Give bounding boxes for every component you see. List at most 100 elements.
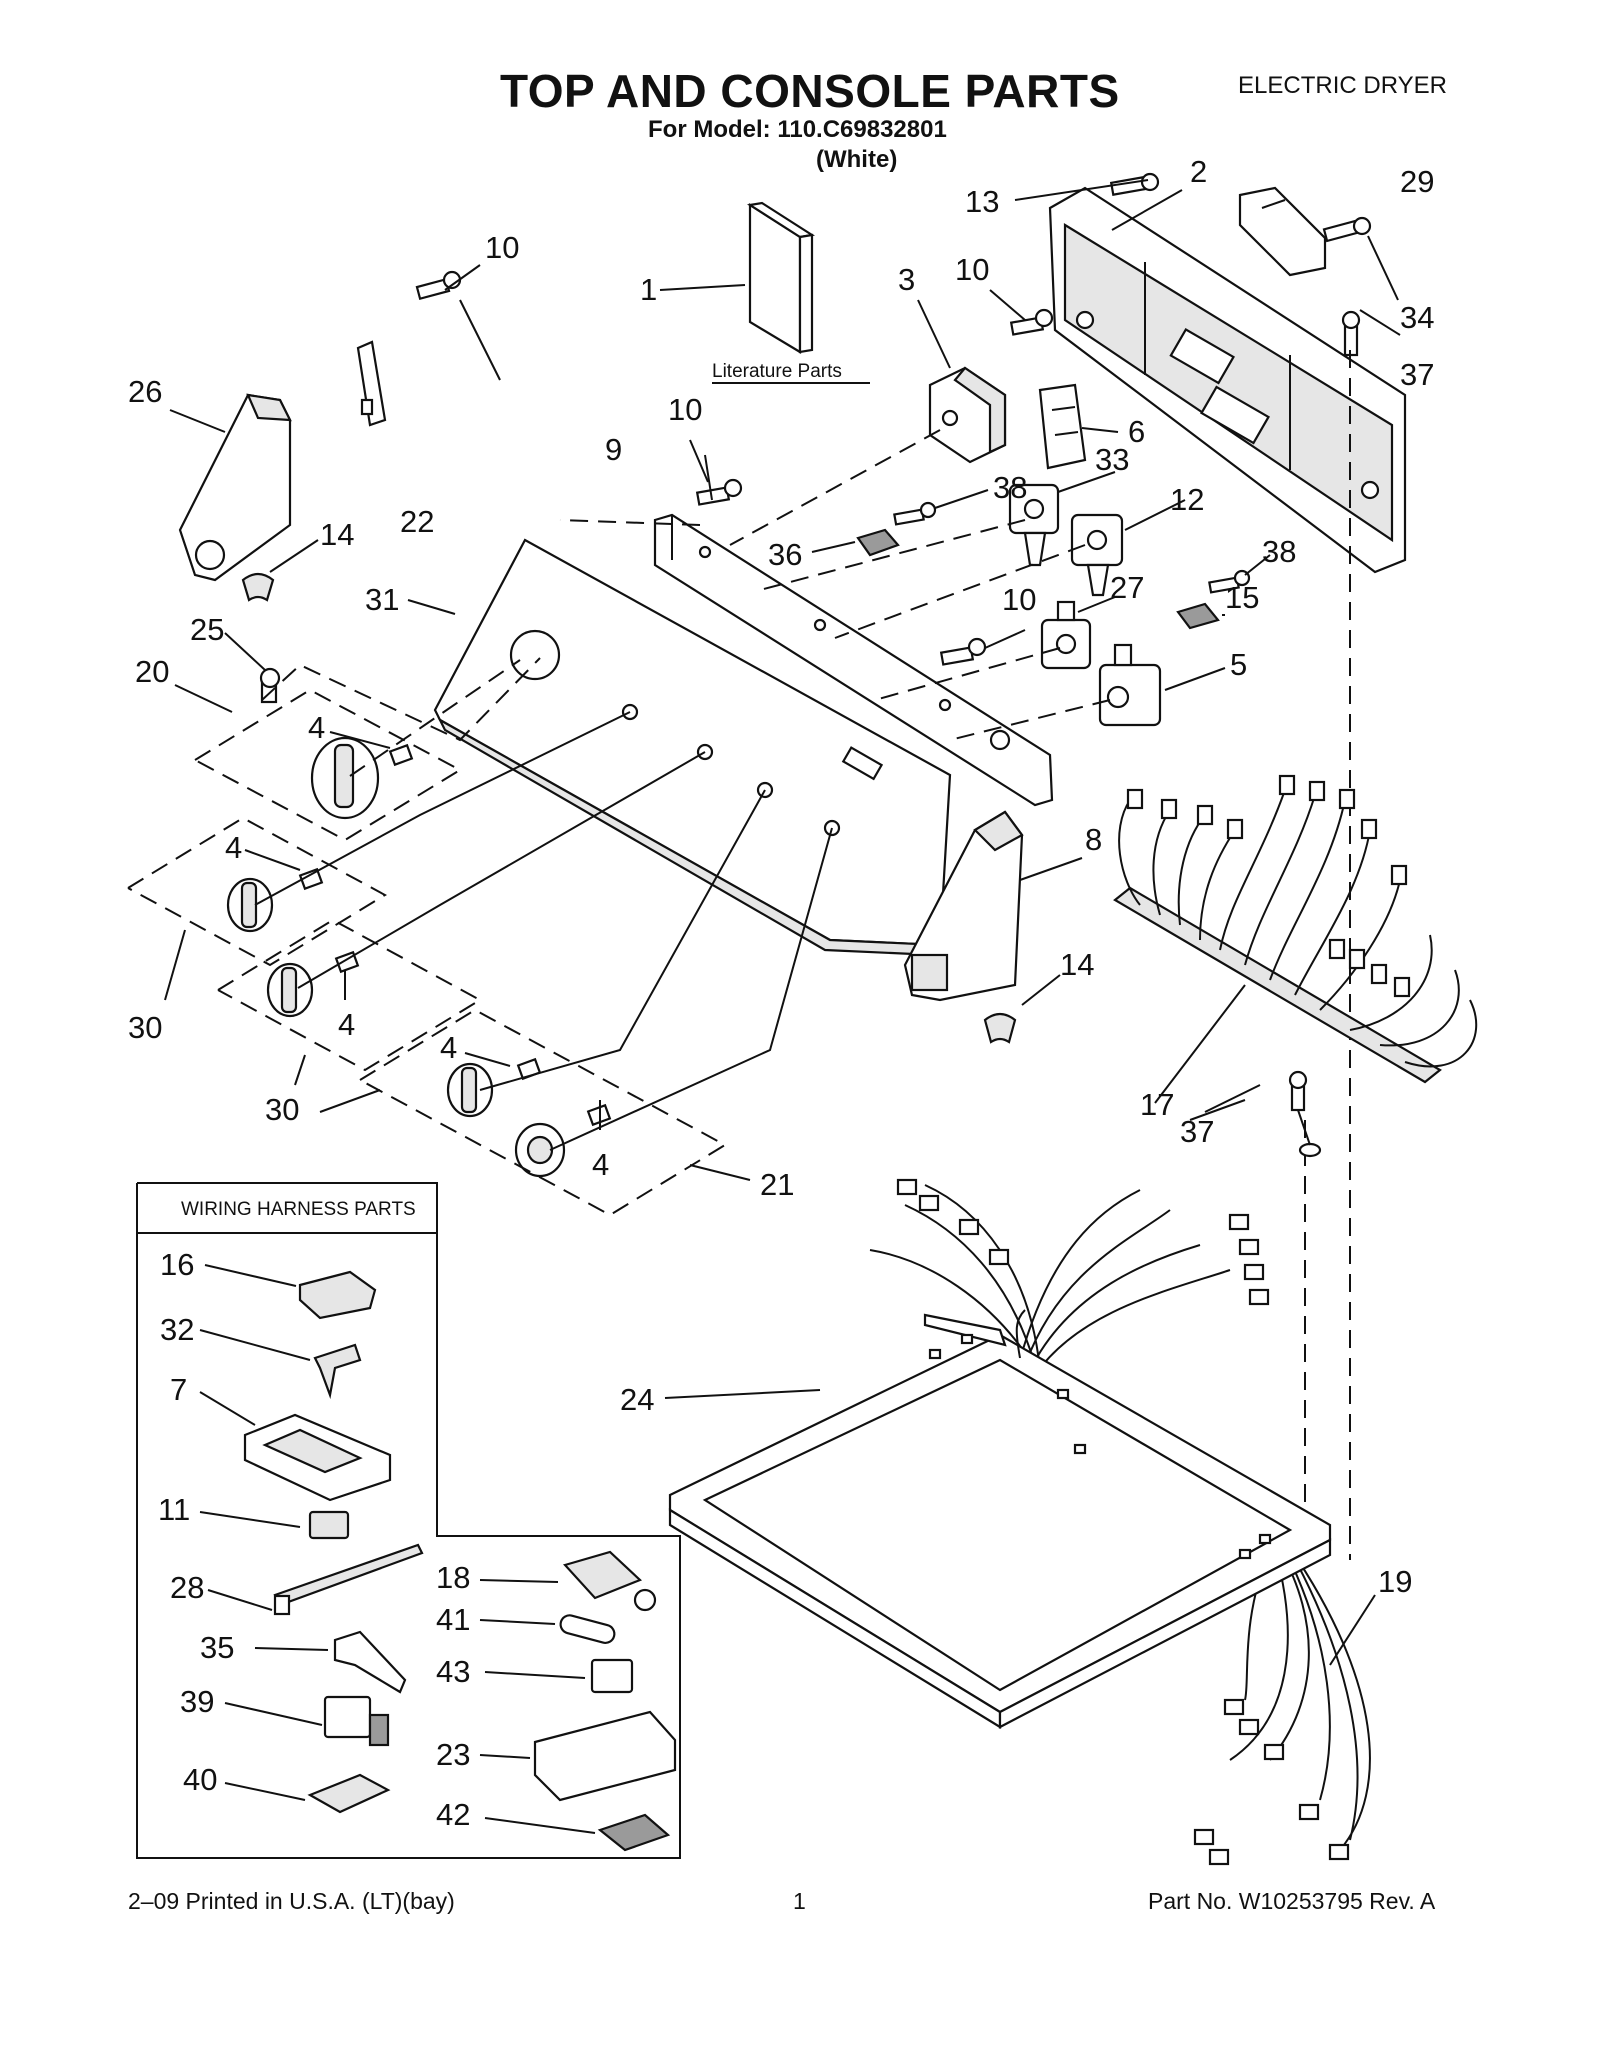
part-clip-14b bbox=[983, 1012, 1017, 1044]
callout-37a: 37 bbox=[1400, 357, 1434, 392]
screw-10d-icon bbox=[939, 637, 987, 666]
callout-6: 6 bbox=[1128, 414, 1145, 449]
part-knob-large bbox=[310, 736, 380, 820]
part-block-23 bbox=[533, 1710, 677, 1802]
callout-3: 3 bbox=[898, 262, 915, 297]
callout-11: 11 bbox=[158, 1492, 190, 1527]
part-console-panel-31 bbox=[433, 538, 952, 957]
callout-arrows bbox=[164, 179, 1401, 1834]
callout-32: 32 bbox=[160, 1312, 194, 1347]
literature-parts-label: Literature Parts bbox=[712, 361, 842, 382]
part-housing-39 bbox=[323, 1695, 390, 1747]
screw-25-icon bbox=[259, 667, 281, 704]
callout-31: 31 bbox=[365, 582, 399, 617]
callout-18: 18 bbox=[436, 1560, 470, 1595]
callout-4c: 4 bbox=[338, 1007, 355, 1042]
part-clip-14a bbox=[241, 572, 275, 602]
part-bracket-29 bbox=[1238, 186, 1327, 277]
part-literature bbox=[746, 201, 816, 354]
callout-10d: 10 bbox=[1002, 582, 1036, 617]
callout-5: 5 bbox=[1230, 647, 1247, 682]
part-connector-42 bbox=[597, 1813, 671, 1852]
callout-7: 7 bbox=[170, 1372, 187, 1407]
callout-8: 8 bbox=[1085, 822, 1102, 857]
callout-42: 42 bbox=[436, 1797, 470, 1832]
part-switch-5 bbox=[1098, 643, 1162, 727]
callout-21: 21 bbox=[760, 1167, 794, 1202]
callout-28: 28 bbox=[170, 1570, 204, 1605]
callout-33: 33 bbox=[1095, 442, 1129, 477]
part-fuse-41 bbox=[559, 1614, 616, 1645]
callout-30b: 30 bbox=[265, 1092, 299, 1127]
callout-27: 27 bbox=[1110, 570, 1144, 605]
callout-41: 41 bbox=[436, 1602, 470, 1637]
callout-36: 36 bbox=[768, 537, 802, 572]
callout-1: 1 bbox=[640, 272, 657, 307]
part-clip-32 bbox=[313, 1343, 362, 1400]
part-clip-22 bbox=[356, 340, 387, 427]
model-number: For Model: 110.C69832801 bbox=[648, 116, 947, 143]
callout-24: 24 bbox=[620, 1382, 654, 1417]
screw-37-icon bbox=[1341, 310, 1361, 357]
callout-22: 22 bbox=[400, 504, 434, 539]
callout-10a: 10 bbox=[955, 252, 989, 287]
callout-30a: 30 bbox=[128, 1010, 162, 1045]
part-number: Part No. W10253795 Rev. A bbox=[1148, 1888, 1436, 1914]
callout-39: 39 bbox=[180, 1684, 214, 1719]
part-connector-16 bbox=[298, 1270, 377, 1320]
screw-10b-icon bbox=[415, 270, 462, 301]
callout-34: 34 bbox=[1400, 300, 1434, 335]
product-type: ELECTRIC DRYER bbox=[1238, 72, 1447, 99]
part-knob-30b bbox=[266, 962, 314, 1018]
callout-15: 15 bbox=[1225, 580, 1259, 615]
callout-37b: 37 bbox=[1180, 1114, 1214, 1149]
part-knob-30c bbox=[446, 1062, 494, 1118]
callout-38b: 38 bbox=[1262, 534, 1296, 569]
callout-9: 9 bbox=[605, 432, 622, 467]
callout-17: 17 bbox=[1140, 1087, 1174, 1122]
part-timer-3 bbox=[928, 366, 1007, 464]
part-harness-19 bbox=[869, 1178, 1371, 1866]
callout-40: 40 bbox=[183, 1762, 217, 1797]
model-color: (White) bbox=[816, 146, 898, 173]
callout-13: 13 bbox=[965, 184, 999, 219]
callout-38a: 38 bbox=[993, 470, 1027, 505]
callout-19: 19 bbox=[1378, 1564, 1412, 1599]
part-terminal-35 bbox=[333, 1630, 407, 1694]
callout-23: 23 bbox=[436, 1737, 470, 1772]
part-block-7 bbox=[243, 1413, 392, 1502]
part-switch-27 bbox=[1040, 600, 1092, 670]
callout-26: 26 bbox=[128, 374, 162, 409]
wiring-box-title: WIRING HARNESS PARTS bbox=[181, 1199, 416, 1220]
coupler-icons bbox=[298, 743, 612, 1127]
callout-10b: 10 bbox=[485, 230, 519, 265]
part-endcap-26 bbox=[178, 393, 292, 582]
ground-screw-37-icon bbox=[1288, 1070, 1322, 1158]
callout-12: 12 bbox=[1170, 482, 1204, 517]
callout-10c: 10 bbox=[668, 392, 702, 427]
connection-lines bbox=[254, 711, 833, 1151]
callout-43: 43 bbox=[436, 1654, 470, 1689]
part-console-bracket-9 bbox=[653, 513, 1054, 807]
part-terminal-18 bbox=[562, 1550, 657, 1612]
print-info: 2–09 Printed in U.S.A. (LT)(bay) bbox=[128, 1888, 455, 1914]
callout-numbers: 1 2 13 29 34 37 3 10 6 33 38 36 12 38 15… bbox=[128, 154, 1434, 1832]
part-knob-30a bbox=[226, 877, 274, 933]
callout-29: 29 bbox=[1400, 164, 1434, 199]
part-tie-28 bbox=[273, 1543, 424, 1616]
screw-34-icon bbox=[1322, 216, 1372, 243]
callout-4e: 4 bbox=[592, 1147, 609, 1182]
part-lamp-15 bbox=[1176, 602, 1220, 630]
callout-4a: 4 bbox=[308, 710, 325, 745]
callout-4b: 4 bbox=[225, 830, 242, 865]
part-top-24 bbox=[668, 1309, 1332, 1729]
part-back-panel bbox=[1048, 186, 1407, 574]
part-connector-43 bbox=[590, 1658, 634, 1694]
part-connector-11 bbox=[308, 1510, 350, 1540]
screw-38-icon bbox=[893, 501, 937, 526]
part-switch-12 bbox=[1070, 513, 1124, 597]
callout-14a: 14 bbox=[320, 517, 354, 552]
part-knob-21 bbox=[514, 1122, 566, 1178]
wiring-harness-parts-box bbox=[136, 1182, 681, 1859]
